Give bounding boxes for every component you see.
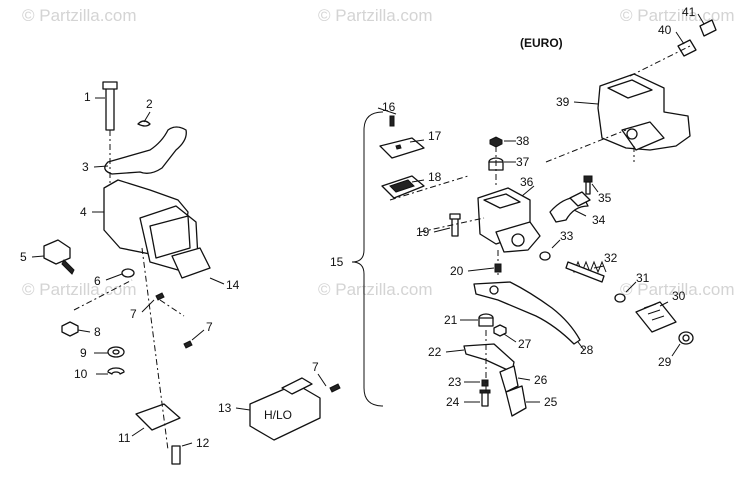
part-17-reservoir-cover	[379, 137, 425, 159]
callout-24: 24	[446, 395, 460, 409]
part-23-washer	[464, 379, 489, 387]
part-9-washer	[94, 346, 125, 358]
callout-6: 6	[94, 274, 101, 288]
callout-2: 2	[146, 97, 153, 111]
part-31-washer	[614, 281, 637, 303]
brace-15	[351, 111, 384, 407]
callout-1: 1	[84, 90, 91, 104]
callout-36: 36	[520, 175, 534, 189]
part-39-euro-master-cylinder	[573, 73, 691, 151]
part-4-housing	[92, 179, 199, 271]
callout-10: 10	[74, 367, 88, 381]
part-10-clip	[96, 367, 125, 375]
callout-4: 4	[80, 205, 87, 219]
callout-25: 25	[544, 395, 558, 409]
part-7-screw	[183, 329, 205, 349]
callout-23: 23	[448, 375, 462, 389]
part-28-brake-lever	[473, 281, 585, 351]
part-1-bolt	[95, 81, 118, 131]
part-19-screw	[433, 213, 461, 237]
callout-11: 11	[118, 431, 131, 445]
callout-40: 40	[658, 23, 672, 37]
part-7-screw	[141, 292, 165, 313]
callout-37: 37	[516, 155, 530, 169]
part-33-washer	[539, 239, 561, 261]
part-18-diaphragm	[381, 175, 425, 199]
callout-7: 7	[312, 360, 319, 374]
part-22-bracket	[445, 343, 515, 373]
callout-7: 7	[206, 320, 213, 334]
watermark: © Partzilla.com	[318, 6, 433, 25]
euro-note: (EURO)	[520, 36, 563, 50]
callout-7: 7	[130, 307, 137, 321]
part-40-cap	[675, 31, 697, 57]
part-36-master-cylinder	[477, 185, 541, 253]
part-34-clamp	[549, 191, 591, 223]
callout-28: 28	[580, 343, 594, 357]
part-37-spacer	[488, 157, 516, 171]
callout-20: 20	[450, 264, 464, 278]
callout-18: 18	[428, 170, 442, 184]
callout-8: 8	[94, 325, 101, 339]
callout-39: 39	[556, 95, 570, 109]
part-30-piston	[635, 301, 677, 333]
part-3-throttle-lever	[93, 126, 187, 175]
part-14-gasket	[171, 247, 225, 285]
part-41-bolt	[697, 13, 717, 37]
part-35-screw	[583, 175, 599, 195]
watermark: © Partzilla.com	[620, 6, 735, 25]
callout-5: 5	[20, 250, 27, 264]
part-7-screw	[317, 373, 341, 393]
part-6-washer	[105, 268, 135, 281]
part-13-switch: H/LO	[235, 377, 321, 441]
switch-marking: H/LO	[264, 408, 292, 422]
part-29-o-ring	[671, 331, 694, 357]
callout-15: 15	[330, 255, 344, 269]
callout-9: 9	[80, 346, 87, 360]
callout-31: 31	[636, 271, 650, 285]
callout-3: 3	[82, 160, 89, 174]
callout-33: 33	[560, 229, 574, 243]
callout-27: 27	[518, 337, 532, 351]
callout-35: 35	[598, 191, 612, 205]
callout-22: 22	[428, 345, 442, 359]
watermark: © Partzilla.com	[318, 280, 433, 299]
watermark: © Partzilla.com	[22, 6, 137, 25]
part-32-spring	[565, 260, 607, 283]
part-21-bushing	[460, 313, 494, 327]
part-8-nut	[61, 321, 91, 337]
callout-32: 32	[604, 251, 618, 265]
part-20-pin	[467, 263, 502, 273]
callout-16: 16	[382, 100, 396, 114]
part-27-nut	[493, 324, 517, 343]
watermark: © Partzilla.com	[620, 280, 735, 299]
part-2-clip	[137, 111, 151, 127]
callout-19: 19	[416, 225, 430, 239]
callout-29: 29	[658, 355, 672, 369]
callout-14: 14	[226, 278, 240, 292]
part-12-screw	[171, 442, 193, 465]
part-38-nut	[489, 136, 516, 148]
part-11-cover-plate	[131, 403, 181, 437]
part-24-screw	[464, 389, 491, 407]
callout-30: 30	[672, 289, 686, 303]
callout-17: 17	[428, 129, 442, 143]
part-26-switch	[499, 365, 531, 393]
part-25-plate	[505, 385, 540, 417]
callout-41: 41	[682, 5, 696, 19]
callout-34: 34	[592, 213, 606, 227]
part-5-connector	[31, 239, 75, 275]
part-16-screw	[377, 107, 397, 127]
callout-12: 12	[196, 436, 210, 450]
callout-13: 13	[218, 401, 232, 415]
watermark: © Partzilla.com	[22, 280, 137, 299]
callout-21: 21	[444, 313, 458, 327]
callout-26: 26	[534, 373, 548, 387]
callout-38: 38	[516, 134, 530, 148]
